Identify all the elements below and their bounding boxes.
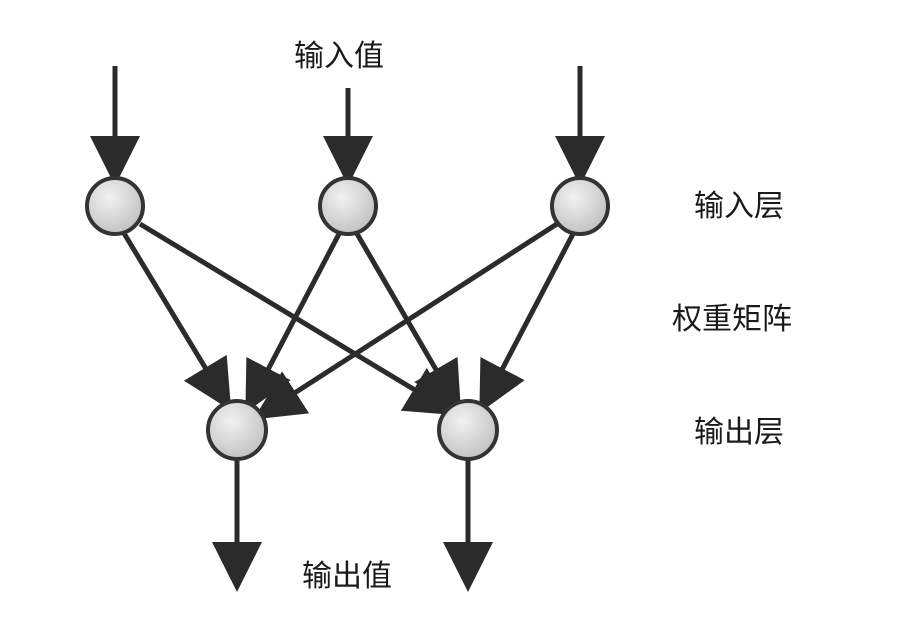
output-node-2: [437, 399, 499, 461]
output-values-label: 输出值: [302, 559, 392, 594]
weight-matrix-label: 权重矩阵: [672, 302, 792, 337]
connection-in3-out1: [253, 219, 562, 420]
connection-in2-out2: [353, 230, 462, 413]
input-node-2: [318, 176, 378, 236]
input-layer-label: 输入层: [694, 189, 784, 224]
connection-in2-out1: [245, 230, 343, 413]
input-node-1: [85, 176, 145, 236]
output-node-1: [206, 399, 268, 461]
input-node-3: [550, 176, 610, 236]
connection-in1-out1: [119, 228, 232, 411]
output-layer-label: 输出层: [694, 415, 784, 450]
connection-in3-out2: [479, 230, 577, 413]
input-values-label: 输入值: [294, 39, 384, 74]
